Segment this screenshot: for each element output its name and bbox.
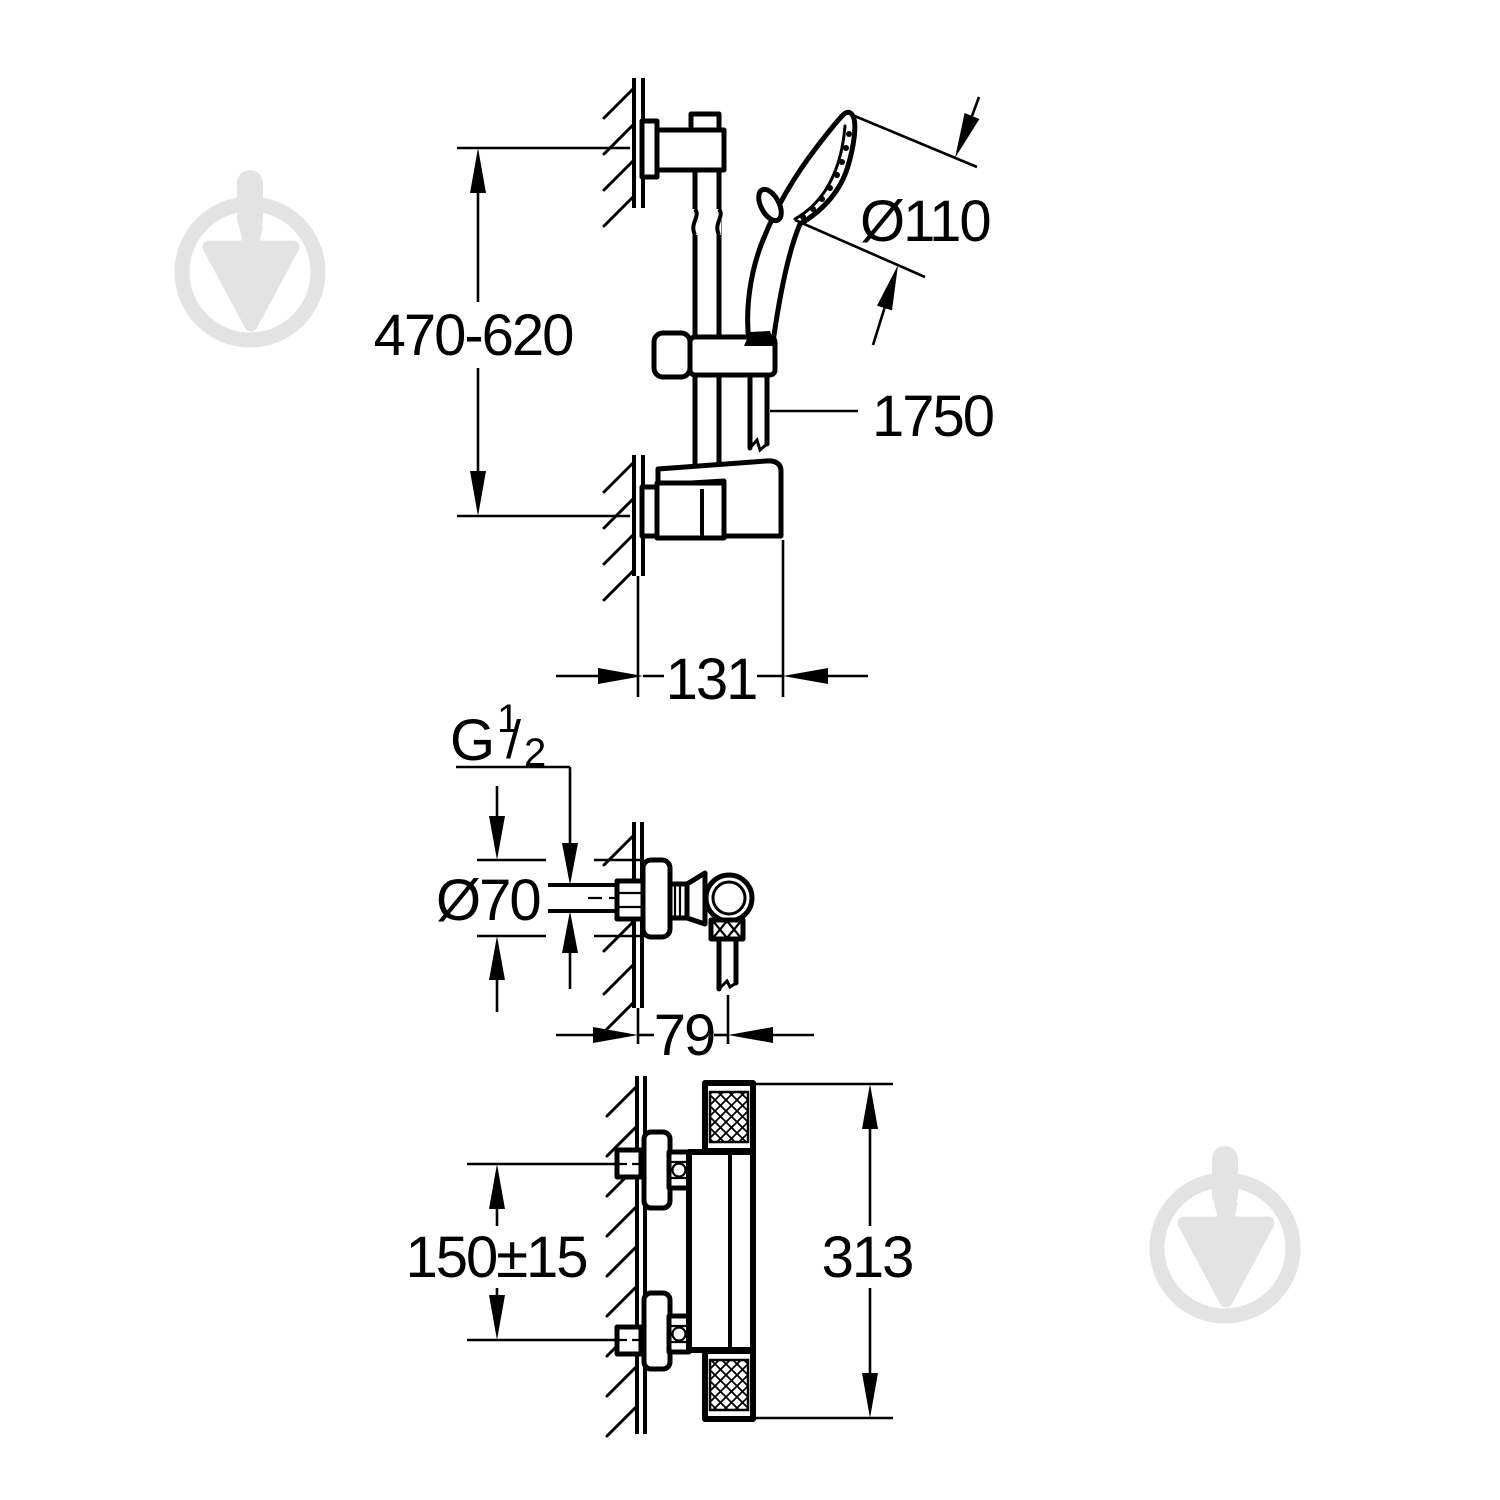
wall-section: [602, 822, 644, 1034]
escutcheon-diameter-label: Ø70: [436, 868, 540, 933]
total-height-label: 313: [822, 1225, 913, 1290]
hose-break-icon: [717, 978, 738, 991]
escutcheon: [641, 1129, 673, 1211]
thermostat-body: [686, 1080, 756, 1422]
shower-rail: [689, 128, 723, 466]
trowel-handle: [1212, 1146, 1238, 1208]
arrow-up-icon: [470, 148, 486, 193]
hand-shower-body: [745, 109, 858, 345]
knurl-texture: [712, 920, 742, 939]
hose-break-icon: [748, 436, 769, 453]
valve-cone: [684, 870, 708, 927]
valve-side-view: G1/2 Ø70: [436, 697, 814, 1068]
arrow-up-icon: [489, 936, 505, 980]
hose-length-label: 1750: [872, 384, 993, 449]
rail-slider-holder: [651, 330, 778, 380]
dimension-total-height: 313: [753, 1082, 914, 1420]
ball-joint: [671, 1162, 687, 1178]
holder-knob: [651, 330, 693, 380]
shower-hose: [747, 369, 770, 453]
dimension-thread: G1/2: [450, 697, 578, 989]
connection-upper: [614, 1129, 692, 1211]
wall-hatch-icon: [602, 460, 636, 602]
arrow-right-icon: [593, 1027, 638, 1043]
rail-bracket-bottom: [639, 458, 784, 541]
wall-hatch-icon: [602, 833, 636, 1034]
arrow-down-icon: [489, 1295, 505, 1340]
valve-front-view: 150±15 313: [405, 1076, 914, 1438]
dimension-head-diameter: Ø110: [794, 96, 992, 346]
connection-lower: [614, 1290, 692, 1372]
watermark-top-left: [174, 170, 326, 348]
body-face: [686, 1149, 756, 1353]
wall-hatch-icon: [602, 86, 636, 228]
threaded-section: [667, 881, 690, 921]
hand-shower: [745, 109, 858, 345]
arrow-down-icon: [470, 471, 486, 516]
arrow-up-icon: [862, 1084, 878, 1129]
wall-section-lower: [602, 455, 645, 602]
spray-face-line: [793, 124, 847, 221]
handle-cone: [744, 331, 775, 346]
trowel-blade: [1177, 1216, 1275, 1308]
handle-knob-inner: [711, 880, 747, 916]
dimension-escutcheon-diameter: Ø70: [436, 786, 643, 1012]
watermark-bottom-right: [1149, 1146, 1301, 1324]
dimension-depth: 79: [556, 995, 814, 1068]
wall-section: [605, 1076, 647, 1438]
thread-label: G1/2: [450, 697, 545, 775]
head-diameter-label: Ø110: [860, 189, 990, 254]
spray-selector-button: [756, 186, 784, 224]
wall-section-upper: [602, 78, 645, 228]
hex-nut: [614, 878, 646, 922]
rail-break-icon: [715, 207, 723, 236]
rail-bracket-top: [639, 111, 727, 180]
trowel-blade: [202, 240, 300, 332]
arrow-icon: [955, 113, 980, 158]
arrow-up-icon: [489, 1164, 505, 1209]
rail-break-icon: [691, 207, 699, 236]
escutcheon: [639, 484, 660, 539]
arrow-icon: [877, 265, 898, 311]
handle-top: [702, 1080, 756, 1154]
arrow-up-icon: [562, 911, 578, 953]
escutcheon: [641, 1290, 673, 1372]
ball-joint: [671, 1326, 687, 1342]
arrow-down-icon: [862, 1373, 878, 1418]
height-range-label: 470-620: [374, 303, 573, 368]
bracket-body: [654, 480, 727, 541]
wall-hatch-icon: [605, 1084, 639, 1438]
dimension-height-range: 470-620: [374, 146, 630, 518]
dimension-connection-distance: 150±15: [405, 1162, 616, 1342]
escutcheon: [640, 857, 673, 940]
arrow-right-icon: [598, 668, 643, 684]
arrow-down-icon: [562, 843, 578, 885]
bracket-body: [654, 127, 727, 173]
holder-body: [687, 334, 778, 378]
hose-coupling-nut: [708, 917, 746, 942]
depth-label: 79: [654, 1003, 715, 1068]
arrow-left-icon: [728, 1027, 773, 1043]
wall-offset-label: 131: [666, 647, 757, 712]
dimension-hose-length: 1750: [770, 384, 995, 449]
knurl-texture: [708, 1090, 750, 1144]
shower-rail-side-view: 470-620 Ø110 1750 131: [374, 78, 995, 712]
handle-bottom: [702, 1348, 756, 1422]
supply-nipple: [548, 878, 652, 922]
trowel-handle: [237, 170, 263, 232]
connection-distance-label: 150±15: [405, 1225, 586, 1290]
spray-holes: [800, 131, 852, 220]
arrow-left-icon: [783, 668, 828, 684]
valve-body: [640, 857, 755, 992]
dimension-wall-offset: 131: [556, 540, 868, 712]
knurl-texture: [708, 1358, 750, 1412]
arrow-down-icon: [489, 816, 505, 860]
